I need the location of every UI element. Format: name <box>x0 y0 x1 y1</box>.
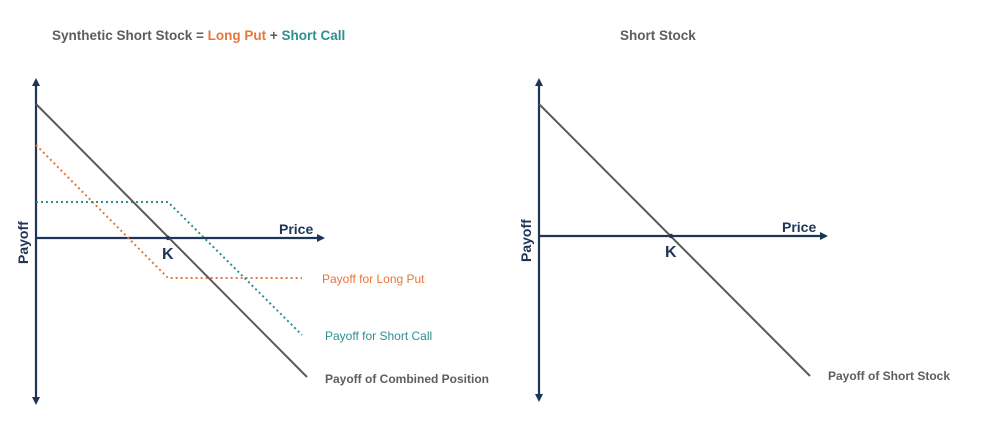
title-plus: + <box>266 28 282 43</box>
short-call-line <box>36 201 303 336</box>
right-chart-title: Short Stock <box>620 28 696 43</box>
combined-position-line <box>35 103 308 378</box>
left-y-axis-label: Payoff <box>15 221 31 264</box>
legend-short-stock: Payoff of Short Stock <box>828 369 950 383</box>
right-strike-point <box>668 233 674 239</box>
short-stock-line <box>538 103 811 377</box>
title-equals: = <box>192 28 208 43</box>
title-prefix: Synthetic Short Stock <box>52 28 193 43</box>
left-chart-title: Synthetic Short Stock = Long Put + Short… <box>52 28 345 43</box>
right-strike-label: K <box>665 244 677 261</box>
legend-short-call: Payoff for Short Call <box>325 329 432 343</box>
right-chart: Price K Payoff Payoff of Short Stock <box>518 78 950 402</box>
left-strike-point <box>165 235 171 241</box>
left-x-axis-label: Price <box>279 221 313 237</box>
title-short-call: Short Call <box>281 28 346 43</box>
title-long-put: Long Put <box>207 28 267 43</box>
legend-long-put: Payoff for Long Put <box>322 272 425 286</box>
left-chart: Price K Payoff Payoff for Long Put Payof… <box>15 78 489 405</box>
long-put-line <box>35 144 302 279</box>
legend-combined: Payoff of Combined Position <box>325 372 489 386</box>
right-y-axis-label: Payoff <box>518 219 534 262</box>
left-strike-label: K <box>162 246 174 263</box>
right-x-axis-label: Price <box>782 219 816 235</box>
